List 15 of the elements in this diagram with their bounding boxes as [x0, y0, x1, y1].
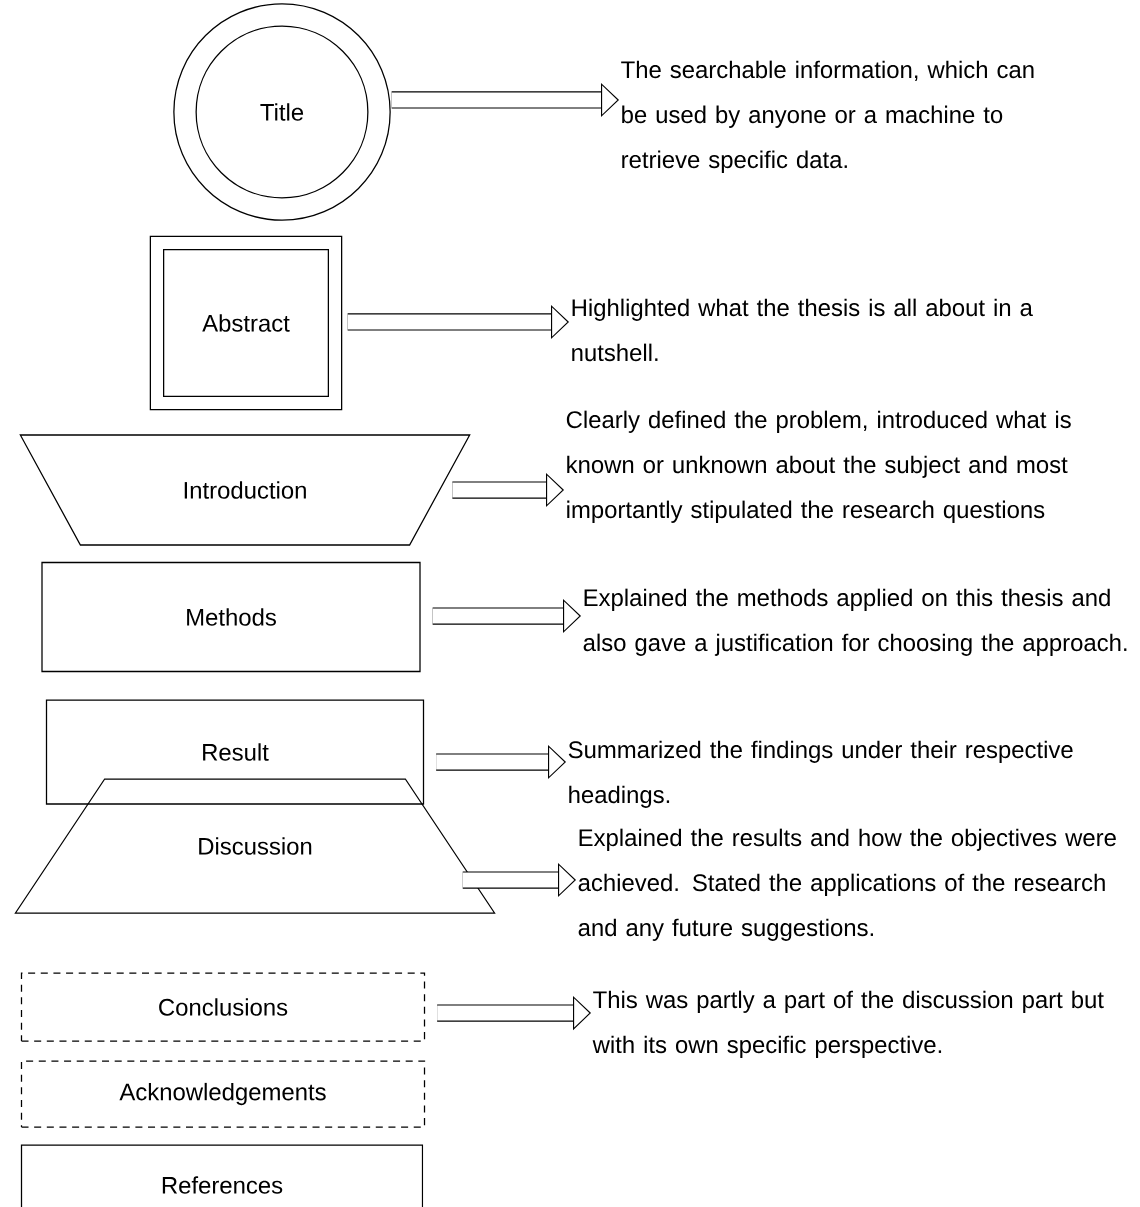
- double-box: Abstract: [149, 235, 343, 411]
- process-box: Result: [45, 699, 425, 805]
- description-text: This was partly a part of the discussion part but with its own specific perspective.: [592, 990, 1104, 1058]
- process-box: Methods: [41, 561, 421, 673]
- description-text: Clearly defined the problem, introduced what is known or unknown about the subject and most importantly stipulated the research questions: [566, 410, 1071, 523]
- description-text: The searchable information, which can be used by anyone or a machine to retrieve specific data.: [621, 60, 1034, 173]
- description-text: Highlighted what the thesis is all about in a nutshell.: [572, 298, 1033, 362]
- trapezoid: Discussion: [14, 778, 496, 914]
- dashed-box: Conclusions: [20, 972, 426, 1042]
- dashed-box: Acknowledgements: [20, 1060, 426, 1128]
- description-text: Explained the methods applied on this thesis and also gave a justification for choosing the approach.: [583, 588, 1127, 656]
- description-text: Summarized the findings under their respective headings.: [568, 740, 1073, 808]
- description-text: Explained the results and how the objectives were achieved. Stated the applications of the research and any future suggestions.: [578, 828, 1116, 941]
- process-box: References: [20, 1144, 424, 1207]
- trapezoid: Introduction: [19, 434, 471, 546]
